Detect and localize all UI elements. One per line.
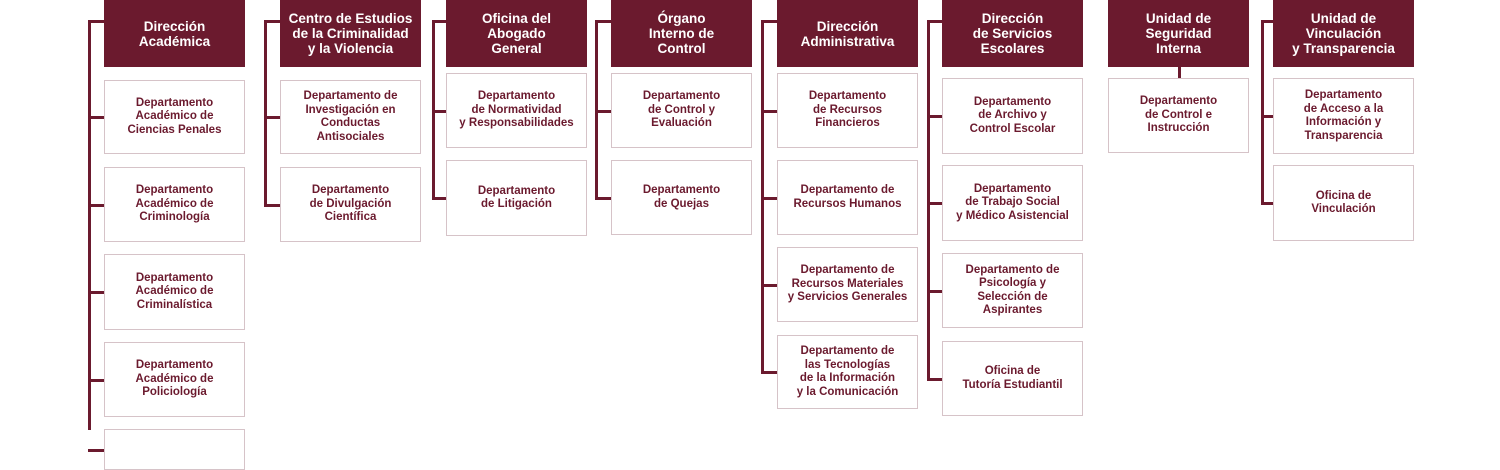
connector-centro-estudios-top [264,20,280,23]
department-box: Departamento de Quejas [611,160,752,235]
department-box: Departamento Académico de Policiología [104,342,245,417]
connector-tick [927,289,942,293]
connector-tick [761,371,777,374]
department-box: Departamento Académico de Criminalística [104,254,245,330]
department-box: Departamento Académico de Criminología [104,167,245,242]
connector-abogado-general-top [432,20,446,23]
connector-tick [88,291,104,294]
connector-tick [1261,115,1273,118]
connector-tick [761,109,777,113]
department-box: Departamento de Recursos Financieros [777,73,918,148]
connector-administrativa [761,20,764,372]
department-box: Departamento de Investigación en Conduct… [280,80,421,154]
connector-tick [432,197,446,200]
department-box: Departamento de Psicología y Selección d… [942,253,1083,328]
connector-administrativa-top [761,20,777,23]
connector-tick [432,109,446,113]
department-box: Departamento de las Tecnologías de la In… [777,335,918,409]
department-box: Departamento de Archivo y Control Escola… [942,78,1083,154]
department-box: Departamento de Litigación [446,160,587,236]
unit-header-servicios-escolares: Dirección de Servicios Escolares [942,0,1083,67]
unit-header-vinculacion: Unidad de Vinculación y Transparencia [1273,0,1414,67]
unit-header-abogado-general: Oficina del Abogado General [446,0,587,67]
unit-header-academica: Dirección Académica [104,0,245,67]
connector-academica-top [88,20,104,23]
connector-tick [761,196,777,200]
connector-tick [927,202,942,205]
connector-centro-estudios [264,20,267,205]
department-box: Departamento de Acceso a la Información … [1273,78,1414,154]
unit-header-seguridad-interna: Unidad de Seguridad Interna [1108,0,1249,67]
connector-tick [88,378,104,382]
connector-servicios-escolares-top [927,20,942,23]
connector-servicios-escolares [927,20,930,379]
connector-tick [927,377,942,381]
unit-header-administrativa: Dirección Administrativa [777,0,918,67]
unit-header-organo-control: Órgano Interno de Control [611,0,752,67]
connector-tick [88,203,104,207]
department-box: Departamento de Trabajo Social y Médico … [942,165,1083,241]
connector-tick [88,116,104,119]
connector-tick [595,196,611,200]
department-box: Departamento de Recursos Humanos [777,160,918,235]
connector-tick [595,109,611,113]
department-box: Departamento Académico de Ciencias Penal… [104,80,245,154]
connector-academica [88,20,91,430]
connector-tick [1261,202,1273,205]
connector-vinculacion-top [1261,20,1273,23]
department-box: Departamento de Normatividad y Responsab… [446,73,587,148]
department-box: Departamento de Control e Instrucción [1108,78,1249,153]
connector-seguridad-interna [1177,67,1181,78]
connector-tick [264,116,280,119]
department-box: Departamento de Recursos Materiales y Se… [777,247,918,322]
unit-header-centro-estudios: Centro de Estudios de la Criminalidad y … [280,0,421,67]
department-box: Oficina de Vinculación [1273,165,1414,241]
connector-tick [761,283,777,287]
connector-organo-control-top [595,20,611,23]
connector-tick [927,115,942,118]
connector-tick [88,448,104,452]
connector-tick [264,203,280,207]
connector-abogado-general [432,20,435,198]
connector-organo-control [595,20,598,198]
department-box: Oficina de Tutoría Estudiantil [942,341,1083,416]
connector-vinculacion [1261,20,1264,203]
department-box: Departamento de Control y Evaluación [611,73,752,148]
department-box: Departamento de Divulgación Científica [280,167,421,242]
department-box [104,429,245,470]
